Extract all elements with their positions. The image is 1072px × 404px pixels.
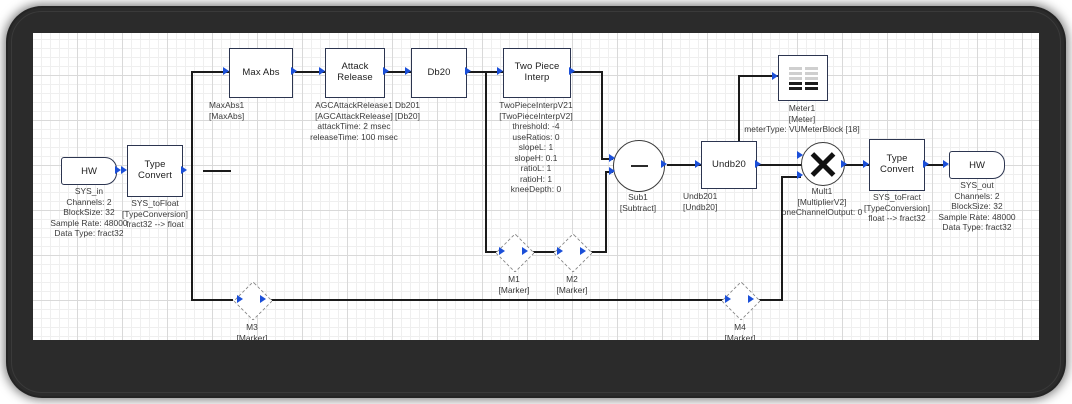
m1-output-port[interactable]: [522, 247, 528, 255]
sys-in-caption: SYS_in Channels: 2 BlockSize: 32 Sample …: [50, 186, 128, 238]
sub1-block[interactable]: [613, 140, 665, 192]
m2-input-port[interactable]: [557, 247, 563, 255]
wire-maxabs-attackrelease: [295, 71, 325, 73]
wire-m4-up: [781, 176, 783, 301]
db20-caption: Db201 [Db20]: [395, 100, 420, 121]
wire-m2-up: [605, 171, 607, 253]
wire-mult-typeconvert: [841, 164, 869, 166]
undb20-caption: Undb201 [Undb20]: [683, 191, 718, 212]
meter1-block[interactable]: [778, 55, 828, 101]
mult1-input-port-a[interactable]: [797, 151, 803, 159]
undb20-input-port[interactable]: [695, 160, 701, 168]
m3-caption: M3 [Marker]: [236, 322, 268, 340]
wire-branch-vertical-left: [191, 71, 193, 301]
wire-db20-out: [465, 71, 503, 73]
type-convert-out-input-port[interactable]: [863, 160, 869, 168]
m1-input-port[interactable]: [499, 247, 505, 255]
wire-undb20-up-to-meter: [738, 75, 740, 166]
type-convert-in-caption: SYS_toFloat [TypeConversion] fract32 -->…: [122, 198, 188, 229]
db20-block[interactable]: Db20: [411, 48, 467, 98]
wire-branch-to-maxabs: [191, 71, 229, 73]
wire-typeconvert-out: [203, 170, 231, 172]
wire-undb20-to-meter: [738, 75, 778, 77]
two-piece-interp-input-port[interactable]: [497, 67, 503, 75]
attack-release-input-port[interactable]: [319, 67, 325, 75]
type-convert-in-block[interactable]: Type Convert: [127, 145, 183, 197]
m4-input-port[interactable]: [725, 295, 731, 303]
sys-in-block[interactable]: HW: [61, 157, 117, 185]
sub1-input-port-a[interactable]: [609, 154, 615, 162]
wire-branch-to-m3: [191, 299, 233, 301]
type-convert-out-output-port[interactable]: [923, 160, 929, 168]
attack-release-block[interactable]: Attack Release: [325, 48, 385, 98]
type-convert-in-output-port[interactable]: [181, 166, 187, 174]
wire-undb20-to-mult: [755, 164, 801, 166]
db20-input-port[interactable]: [405, 67, 411, 75]
wire-m2-right: [585, 251, 607, 253]
wire-m4-right: [753, 299, 783, 301]
wire-interp-into-sub: [601, 158, 613, 160]
two-piece-interp-output-port[interactable]: [569, 67, 575, 75]
mult1-input-port-b[interactable]: [797, 171, 803, 179]
wire-m3-m4: [265, 299, 727, 301]
wire-db20-branch-down: [485, 71, 487, 253]
sub1-caption: Sub1 [Subtract]: [619, 192, 657, 213]
mult1-caption: Mult1 [MultiplierV2] oneChannelOutput: 0: [781, 186, 863, 217]
max-abs-input-port[interactable]: [223, 67, 229, 75]
m1-caption: M1 [Marker]: [498, 274, 530, 295]
wire-attackrelease-db20: [381, 71, 419, 73]
two-piece-interp-block[interactable]: Two Piece Interp: [503, 48, 571, 98]
db20-output-port[interactable]: [465, 67, 471, 75]
two-piece-interp-caption: TwoPieceInterpV21 [TwoPieceInterpV2] thr…: [499, 100, 573, 194]
mult1-block[interactable]: [801, 142, 845, 186]
sub1-output-port[interactable]: [661, 160, 667, 168]
max-abs-block[interactable]: Max Abs: [229, 48, 293, 98]
minus-icon: [630, 165, 648, 167]
m4-output-port[interactable]: [748, 295, 754, 303]
wire-m4-into-mult: [781, 176, 801, 178]
m2-output-port[interactable]: [580, 247, 586, 255]
max-abs-output-port[interactable]: [291, 67, 297, 75]
undb20-block[interactable]: Undb20: [701, 141, 757, 189]
attack-release-output-port[interactable]: [383, 67, 389, 75]
wire-sub1-undb20: [667, 164, 701, 166]
type-convert-out-block[interactable]: Type Convert: [869, 139, 925, 191]
meter1-input-port[interactable]: [772, 72, 778, 80]
multiply-icon: [808, 149, 838, 179]
m4-caption: M4 [Marker]: [724, 322, 756, 340]
type-convert-out-caption: SYS_toFract [TypeConversion] float --> f…: [864, 192, 930, 223]
sys-out-caption: SYS_out Channels: 2 BlockSize: 32 Sample…: [938, 180, 1016, 232]
sys-out-block[interactable]: HW: [949, 151, 1005, 179]
type-convert-in-input-port[interactable]: [121, 166, 127, 174]
wire-interp-out: [569, 71, 603, 73]
m2-caption: M2 [Marker]: [556, 274, 588, 295]
mult1-output-port[interactable]: [841, 160, 847, 168]
undb20-output-port[interactable]: [755, 160, 761, 168]
wire-interp-down-to-sub: [601, 71, 603, 160]
sub1-input-port-b[interactable]: [609, 167, 615, 175]
m3-input-port[interactable]: [237, 295, 243, 303]
diagram-canvas[interactable]: HW SYS_in Channels: 2 BlockSize: 32 Samp…: [33, 33, 1039, 340]
attack-release-caption: AGCAttackRelease1 [AGCAttackRelease] att…: [310, 100, 398, 142]
vu-meter-icon: [788, 66, 818, 90]
sys-out-input-port[interactable]: [943, 160, 949, 168]
meter1-caption: Meter1 [Meter] meterType: VUMeterBlock […: [744, 103, 860, 134]
max-abs-caption: MaxAbs1 [MaxAbs]: [209, 100, 245, 121]
wire-m1-m2: [527, 251, 559, 253]
m3-output-port[interactable]: [260, 295, 266, 303]
wire-db20-branch-to-m1: [485, 251, 501, 253]
sys-in-output-port[interactable]: [115, 166, 121, 174]
